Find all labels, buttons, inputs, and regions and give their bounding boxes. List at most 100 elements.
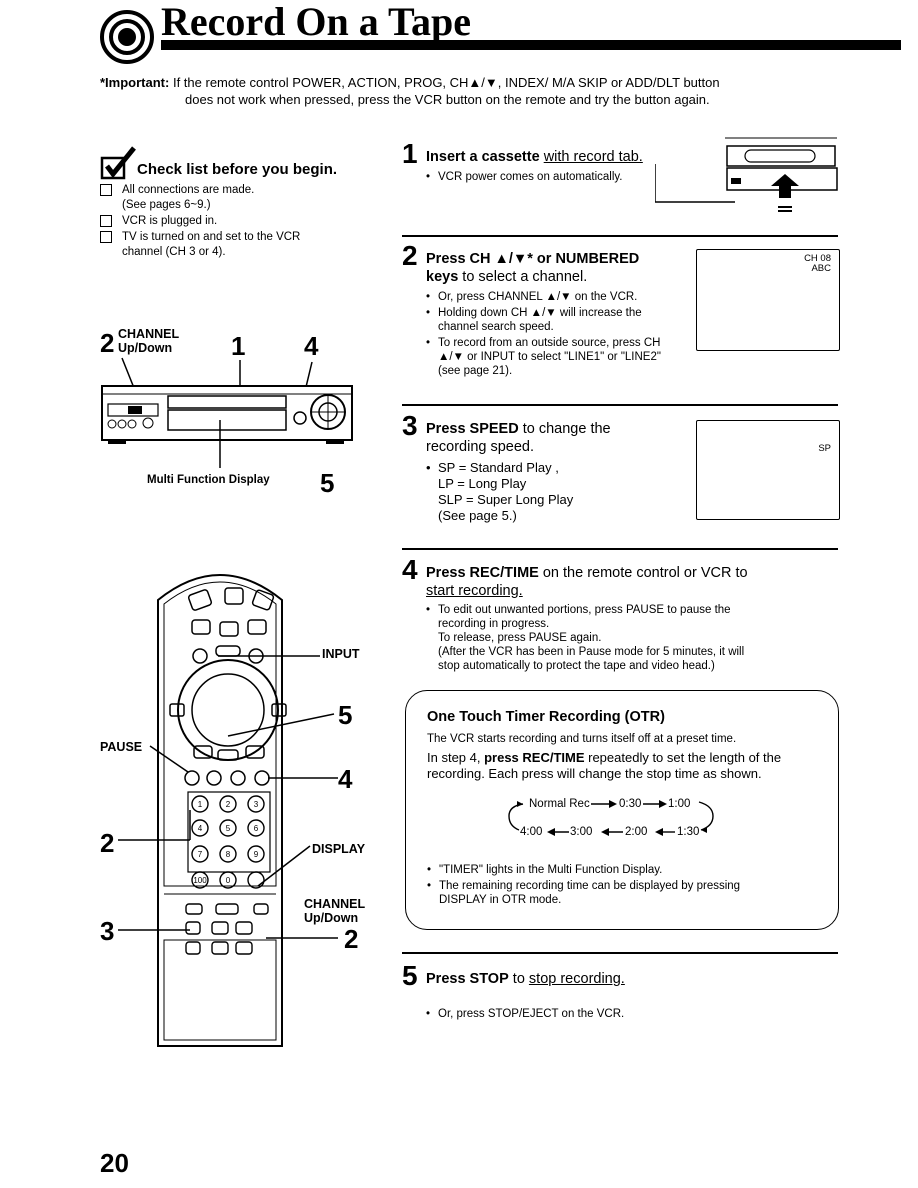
checklist-item: VCR is plugged in. (100, 214, 360, 232)
svg-text:100: 100 (193, 876, 207, 885)
step1-number: 1 (402, 138, 418, 169)
otr-bullet: "TIMER" lights in the Multi Function Dis… (427, 863, 827, 877)
otr-cycle-200: 2:00 (625, 826, 648, 838)
step2-bullet: Holding down CH ▲/▼ will increase the ch… (426, 306, 666, 334)
screen-station: ABC (811, 263, 831, 274)
page-title: Record On a Tape (161, 0, 472, 44)
otr-cycle-300: 3:00 (570, 826, 593, 838)
vcr-label-4: 4 (304, 331, 319, 361)
remote-label-2b: 2 (344, 924, 359, 954)
otr-line1: The VCR starts recording and turns itsel… (427, 733, 737, 745)
checkbox-icon (100, 184, 112, 196)
step4-bullet: To edit out unwanted portions, press PAU… (426, 603, 826, 617)
otr-cycle-130: 1:30 (677, 826, 700, 838)
checklist-item-cont: channel (CH 3 or 4). (122, 246, 226, 258)
step3-bullet-cont: SLP = Super Long Play (438, 492, 574, 507)
vcr-illustration (101, 357, 353, 468)
remote-label-5: 5 (338, 700, 353, 730)
svg-text:9: 9 (254, 850, 259, 859)
svg-text:6: 6 (254, 824, 259, 833)
cassette-illustration (655, 137, 838, 212)
step4-heading-line2: start recording. (426, 583, 523, 599)
svg-text:1: 1 (198, 800, 203, 809)
otr-cycle-100: 1:00 (668, 798, 691, 810)
vcr-label-2: 2 (100, 328, 115, 358)
remote-label-updown: Up/Down (304, 911, 359, 925)
page-number: 20 (100, 1148, 129, 1178)
checklist-title: Check list before you begin. (137, 161, 338, 178)
otr-bullet: The remaining recording time can be disp… (427, 879, 827, 893)
vcr-label-1: 1 (231, 331, 246, 361)
checklist-item: TV is turned on and set to the VCR (100, 230, 360, 248)
svg-text:0: 0 (226, 876, 231, 885)
remote-callout-lines (118, 655, 338, 939)
record-icon (100, 10, 154, 64)
step3-heading-line2: recording speed. (426, 439, 535, 455)
vcr-label-channel: CHANNEL (118, 327, 180, 341)
svg-text:5: 5 (226, 824, 231, 833)
otr-title: One Touch Timer Recording (OTR) (427, 709, 665, 725)
step2-bullet: To record from an outside source, press … (426, 336, 666, 378)
step3-bullet: SP = Standard Play , (426, 460, 573, 476)
step2-bullets: Or, press CHANNEL ▲/▼ on the VCR. Holdin… (426, 290, 666, 378)
screen-speed: SP (818, 443, 831, 454)
remote-label-display: DISPLAY (312, 842, 366, 856)
step4-bullets: To edit out unwanted portions, press PAU… (426, 603, 826, 673)
step1-heading: Insert a cassette with record tab. (426, 149, 643, 165)
screen-channel: CH 08 (804, 253, 831, 264)
step3-bullet-cont: LP = Long Play (438, 476, 527, 491)
step3-bullet-cont: (See page 5.) (438, 508, 517, 523)
step3-heading-line1: Press SPEED to change the (426, 421, 611, 437)
remote-label-4: 4 (338, 764, 353, 794)
svg-text:2: 2 (226, 800, 231, 809)
important-label: *Important: (100, 75, 170, 90)
step3-number: 3 (402, 410, 418, 441)
step-divider (402, 952, 838, 954)
remote-control-illustration: 1 2 3 4 5 6 7 8 9 100 0 (157, 574, 287, 1047)
step-divider (402, 235, 838, 237)
step-divider (402, 404, 838, 406)
step5-number: 5 (402, 960, 418, 991)
svg-text:7: 7 (198, 850, 203, 859)
step2-number: 2 (402, 240, 418, 271)
checklist-item-note: (See pages 6~9.) (122, 199, 211, 211)
important-line2: does not work when pressed, press the VC… (185, 92, 710, 107)
step5-heading: Press STOP to stop recording. (426, 971, 625, 987)
step4-number: 4 (402, 554, 418, 585)
remote-label-pause: PAUSE (100, 740, 143, 754)
otr-info-box (405, 690, 839, 930)
step2-heading-line2: keys to select a channel. (426, 269, 588, 285)
svg-text:3: 3 (254, 800, 259, 809)
svg-text:4: 4 (198, 824, 203, 833)
otr-cycle-400: 4:00 (520, 826, 543, 838)
title-rule (161, 40, 901, 50)
remote-label-2a: 2 (100, 828, 115, 858)
remote-label-channel: CHANNEL (304, 897, 366, 911)
checkmark-icon (100, 146, 136, 180)
remote-label-input: INPUT (322, 647, 360, 661)
step2-display-screen: CH 08 ABC (696, 249, 840, 351)
checkbox-icon (100, 215, 112, 227)
step1-bullet: VCR power comes on automatically. (426, 170, 918, 184)
otr-bullets: "TIMER" lights in the Multi Function Dis… (427, 863, 827, 907)
important-note: *Important: If the remote control POWER,… (100, 74, 880, 108)
svg-text:8: 8 (226, 850, 231, 859)
step2-bullet: Or, press CHANNEL ▲/▼ on the VCR. (426, 290, 666, 304)
vcr-label-5: 5 (320, 468, 335, 498)
remote-label-3: 3 (100, 916, 115, 946)
step-divider (402, 548, 838, 550)
otr-line2: In step 4, press REC/TIME repeatedly to … (427, 750, 782, 765)
important-line1: If the remote control POWER, ACTION, PRO… (172, 75, 720, 90)
checklist-item: All connections are made. (100, 183, 360, 201)
otr-cycle-030: 0:30 (619, 798, 642, 810)
step3-bullets: SP = Standard Play , LP = Long Play SLP … (426, 460, 573, 524)
otr-cycle-diagram (508, 800, 714, 836)
multi-function-display-label: Multi Function Display (147, 474, 270, 486)
step2-heading-line1: Press CH ▲/▼* or NUMBERED (426, 251, 640, 267)
otr-line3: recording. Each press will change the st… (427, 766, 762, 781)
otr-cycle-normal: Normal Rec (529, 798, 590, 810)
vcr-label-updown: Up/Down (118, 341, 173, 355)
checkbox-icon (100, 231, 112, 243)
step5-bullet: Or, press STOP/EJECT on the VCR. (426, 1007, 918, 1021)
step4-heading-line1: Press REC/TIME on the remote control or … (426, 565, 748, 581)
